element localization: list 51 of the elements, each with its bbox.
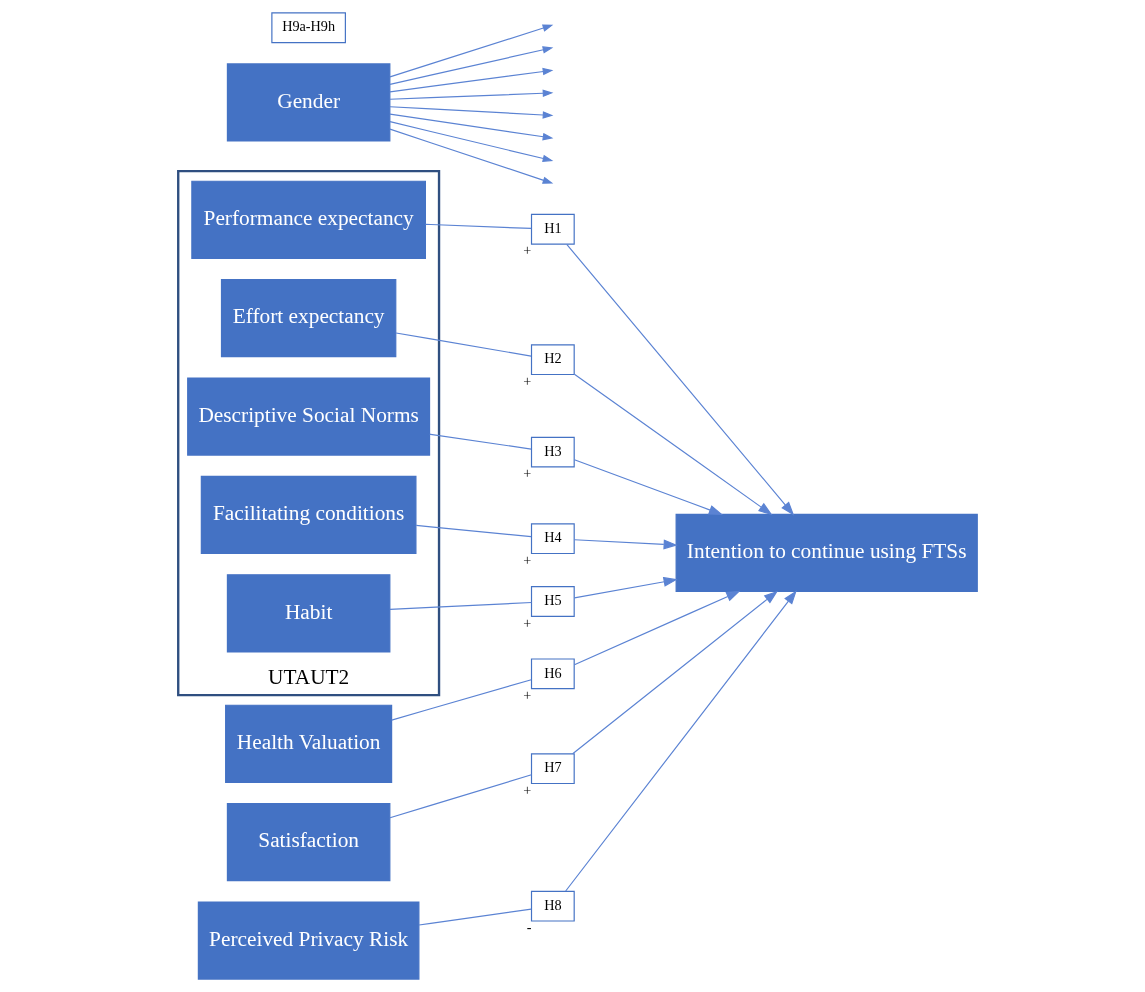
arrow (388, 89, 553, 100)
node-box: Performance expectancy (190, 180, 426, 259)
node-label: + (522, 614, 531, 631)
arrow (388, 46, 553, 85)
arrow (573, 373, 772, 516)
node-box: H8 (530, 890, 575, 922)
node-box: H9a-H9h (270, 12, 346, 44)
node-box: H6 (530, 658, 575, 690)
node-box: H7 (530, 753, 575, 785)
node-box: Intention to continue using FTSs (675, 513, 978, 593)
node-box: Descriptive Social Norms (186, 377, 430, 456)
arrow (565, 243, 794, 516)
arrow (564, 590, 797, 892)
node-box: Facilitating conditions (200, 475, 416, 555)
node-label: - (526, 919, 532, 936)
node-box: Health Valuation (224, 704, 392, 783)
node-label: + (522, 781, 531, 798)
connector (415, 524, 532, 538)
connector (428, 433, 532, 450)
arrow (571, 590, 778, 755)
arrow (573, 590, 740, 666)
connector (388, 774, 532, 819)
connector (395, 332, 532, 357)
arrow (388, 121, 553, 163)
connector (424, 223, 532, 230)
arrow (388, 24, 553, 78)
arrow (388, 128, 553, 184)
node-box: H3 (530, 436, 575, 468)
node-box: Habit (226, 574, 390, 653)
node-box: Satisfaction (226, 803, 390, 882)
arrow (573, 459, 723, 515)
connector (390, 679, 532, 721)
node-label: + (522, 465, 531, 482)
node-label: + (522, 372, 531, 389)
connector (417, 908, 532, 926)
node-box: Perceived Privacy Risk (197, 901, 419, 980)
arrow (573, 576, 678, 599)
node-box: H2 (530, 344, 575, 376)
node-box: Effort expectancy (220, 279, 396, 358)
node-box: H5 (530, 586, 575, 617)
arrow (388, 106, 553, 119)
node-box: Gender (226, 63, 390, 142)
arrow (573, 539, 678, 550)
node-label: + (522, 687, 531, 704)
arrow (388, 67, 553, 93)
arrow (388, 113, 553, 141)
node-box: H4 (530, 523, 575, 555)
node-label: + (522, 551, 531, 568)
node-box: H1 (530, 213, 575, 245)
node-label: + (522, 242, 531, 259)
connector (388, 601, 532, 611)
